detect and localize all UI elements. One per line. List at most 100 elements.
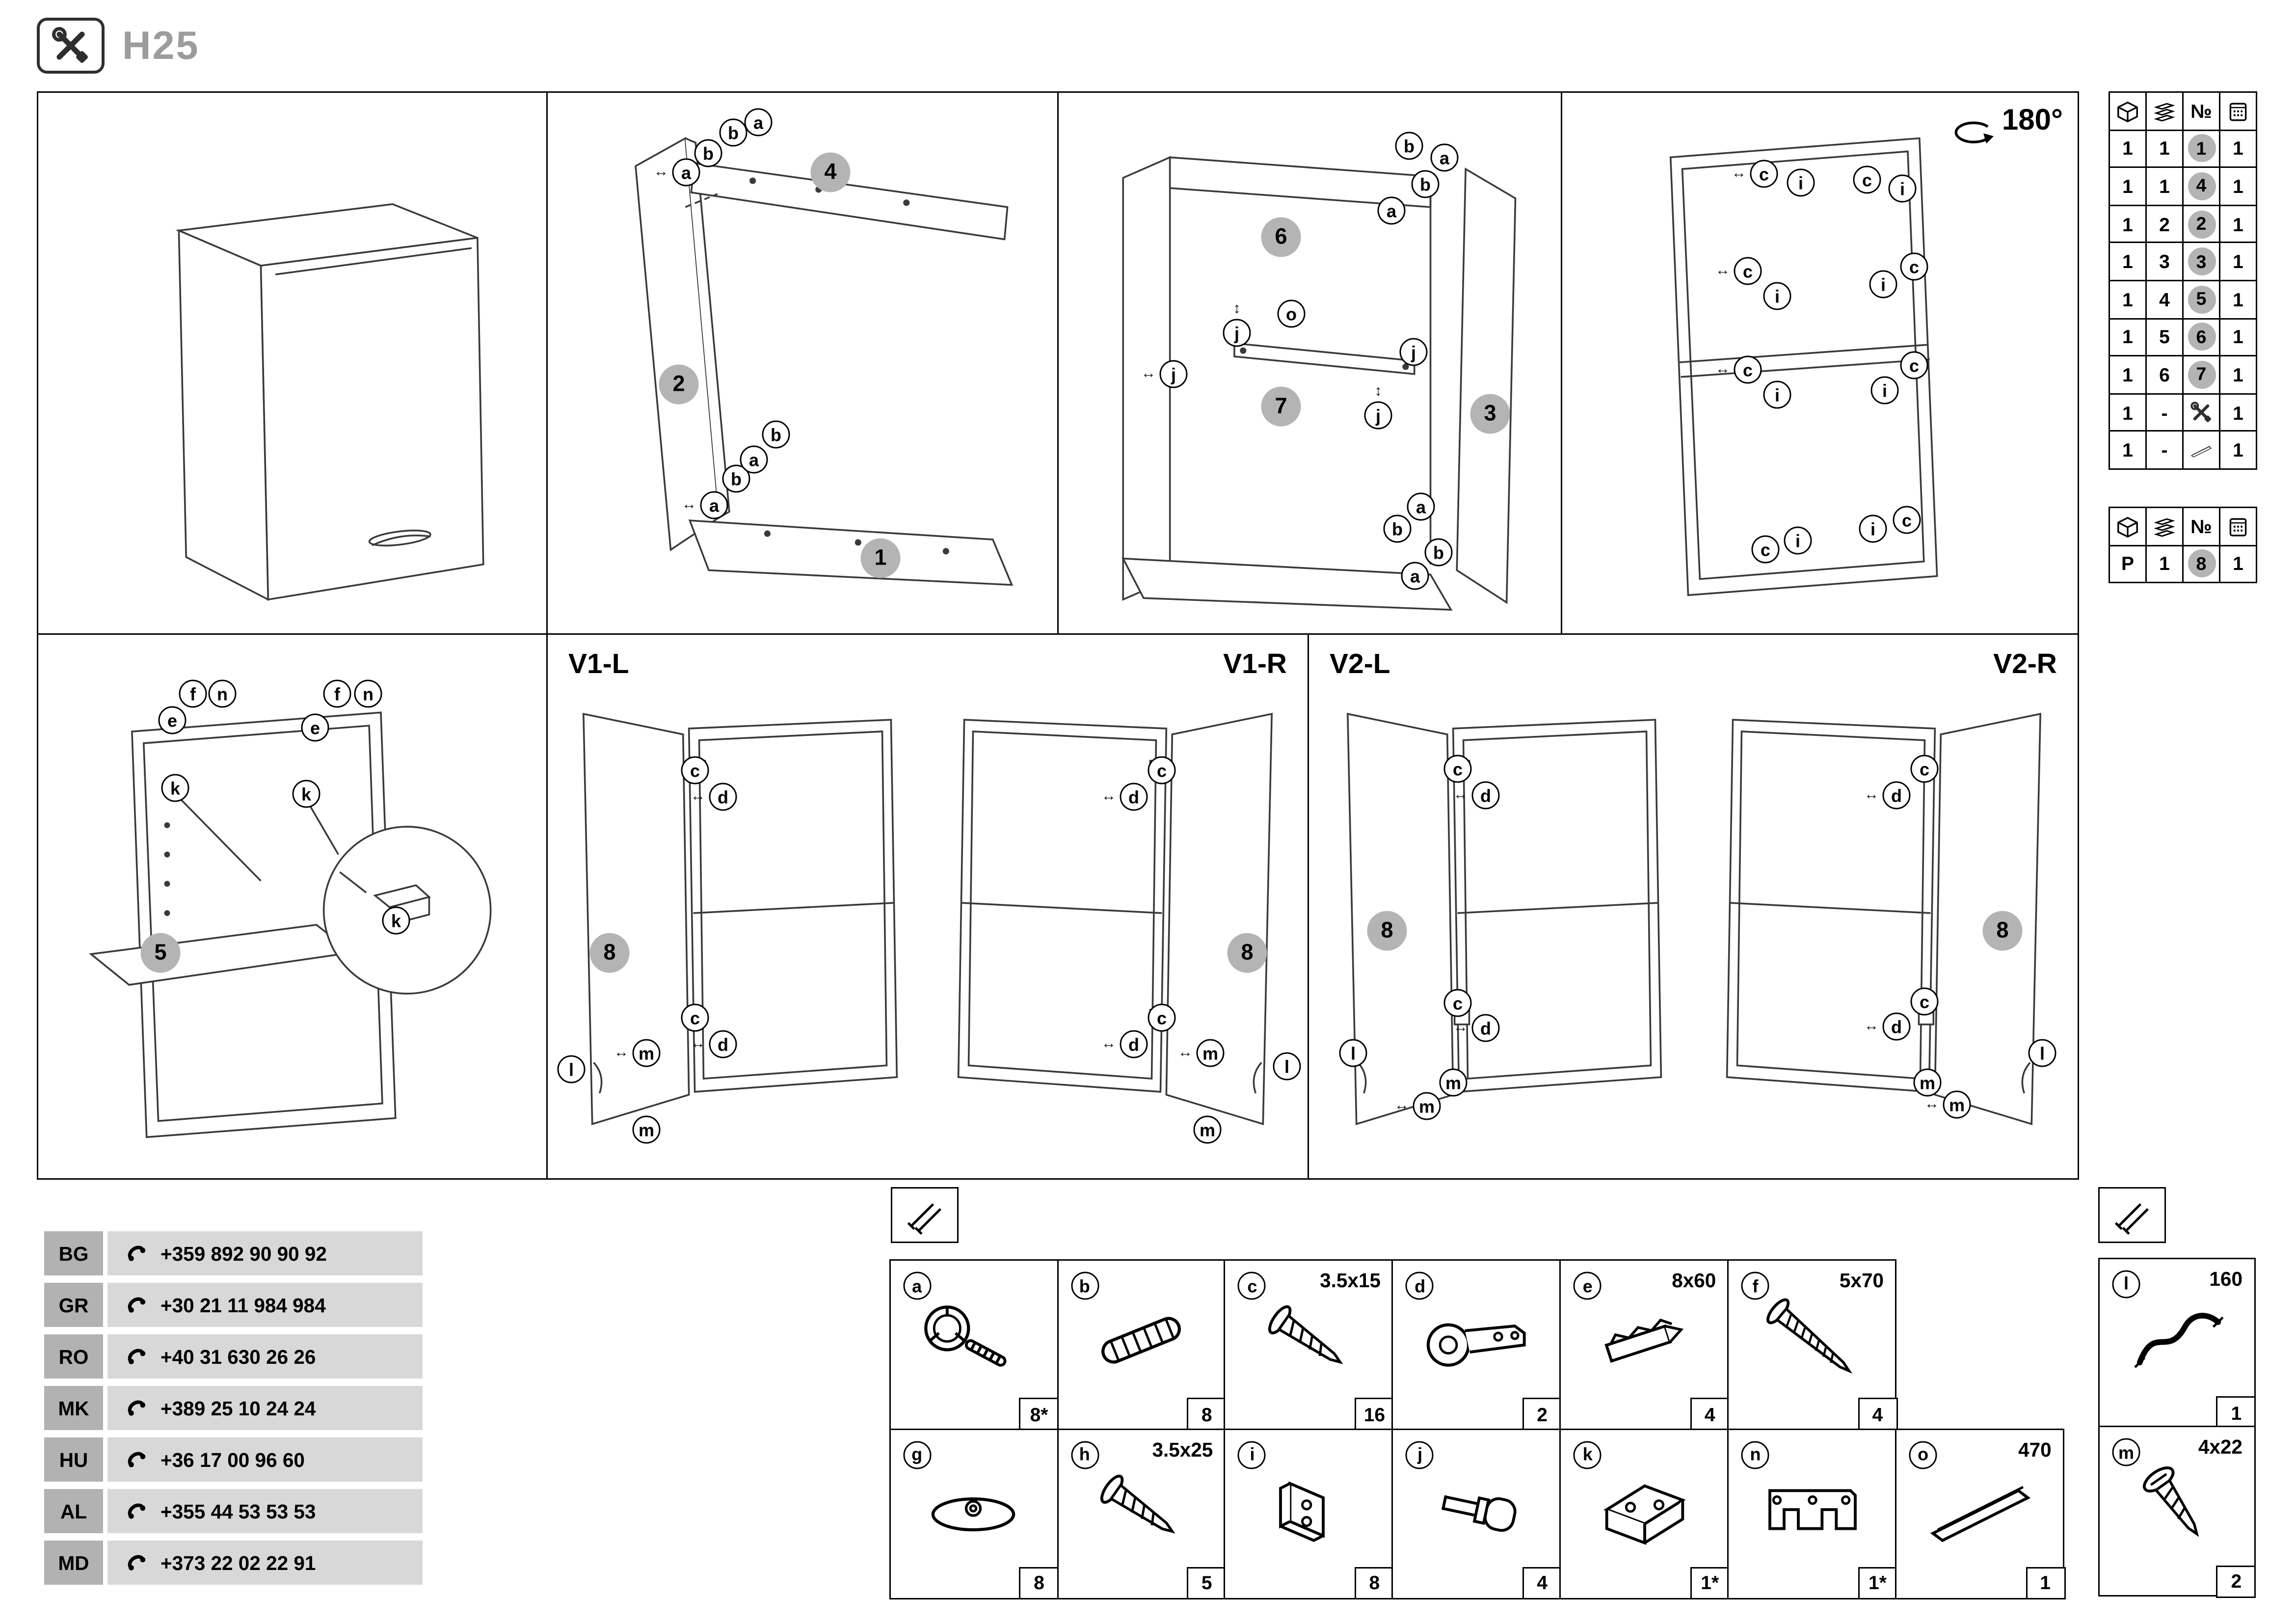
part-marker-b: b xyxy=(762,420,790,449)
part-marker-d: d xyxy=(1120,1030,1148,1058)
part-letter: d xyxy=(1406,1272,1434,1300)
part-letter: c xyxy=(1238,1272,1266,1300)
parts-table-header: № xyxy=(2109,507,2257,546)
part-marker-j: j xyxy=(1399,338,1428,366)
part-size: 3.5x15 xyxy=(1320,1270,1381,1292)
part-marker-i: i xyxy=(1763,380,1791,409)
part-marker-a: a xyxy=(672,158,700,187)
parts-table-row: 1-1 xyxy=(2109,431,2257,470)
part-marker-l: l xyxy=(557,1055,586,1083)
country-code: RO xyxy=(44,1334,103,1379)
parts-cell-step: 8 xyxy=(2182,544,2220,584)
part-marker-d: d xyxy=(1471,781,1500,810)
part-marker-d: d xyxy=(1882,1012,1911,1041)
country-code: GR xyxy=(44,1283,103,1327)
parts-cell: 1 xyxy=(2219,355,2257,395)
part-letter: f xyxy=(1741,1272,1769,1300)
phone-number: +36 17 00 96 60 xyxy=(107,1437,423,1482)
part-size: 4x22 xyxy=(2198,1436,2243,1459)
phone-icon xyxy=(122,1239,147,1268)
dimension-arrow: ↔ xyxy=(1924,1096,1939,1113)
hardware-bag-icon-side xyxy=(2098,1187,2166,1243)
dimension-arrow: ↔ xyxy=(691,788,705,805)
part-marker-m: m xyxy=(632,1115,661,1144)
part-marker-m: m xyxy=(632,1039,661,1067)
screws-icon xyxy=(2114,1203,2149,1235)
dimension-arrow: ↔ xyxy=(1453,787,1468,804)
dimension-arrow: ↔ xyxy=(1101,788,1116,805)
part-marker-c: c xyxy=(1750,160,1778,188)
parts-cell: 6 xyxy=(2145,355,2184,395)
parts-cell: 1 xyxy=(2219,393,2257,433)
part-marker-d: d xyxy=(709,783,737,811)
parts-cell: P xyxy=(2109,544,2147,584)
part-marker-c: c xyxy=(1900,252,1928,281)
dimension-arrow: ↔ xyxy=(1141,366,1156,382)
variant-label-v2l: V2-L xyxy=(1330,650,1390,680)
crossed-tools-icon xyxy=(37,18,105,74)
part-marker-n: n xyxy=(354,679,382,708)
carcass-side-drawing xyxy=(1121,156,1517,611)
part-letter: b xyxy=(1070,1272,1099,1300)
part-count: 2 xyxy=(1522,1398,1562,1431)
part-marker-m: m xyxy=(1943,1090,1971,1119)
parts-cell: 1 xyxy=(2219,544,2257,584)
parts-cell: 1 xyxy=(2219,129,2257,168)
parts-cell: 3 xyxy=(2145,242,2184,281)
part-count: 1* xyxy=(1690,1567,1730,1599)
part-count: 8* xyxy=(1019,1398,1059,1431)
part-marker-c: c xyxy=(1751,535,1780,564)
dimension-arrow: ↔ xyxy=(654,164,668,181)
part-letter: l xyxy=(2112,1270,2140,1298)
finished-cabinet-drawing xyxy=(175,203,484,601)
phone-icon xyxy=(122,1496,147,1526)
part-count: 4 xyxy=(1690,1398,1730,1431)
step-marker-1: 1 xyxy=(860,538,901,578)
board-icon xyxy=(2145,507,2184,546)
parts-cell: - xyxy=(2145,431,2184,470)
part-marker-c: c xyxy=(1148,756,1176,785)
part-count: 8 xyxy=(1019,1567,1059,1599)
phone-row: BG+359 892 90 90 92 xyxy=(44,1231,423,1275)
part-marker-f: f xyxy=(179,679,207,708)
part-marker-i: i xyxy=(1859,514,1887,543)
part-marker-c: c xyxy=(681,756,709,785)
part-marker-d: d xyxy=(1471,1014,1500,1042)
parts-cell: 1 xyxy=(2109,242,2147,281)
parts-cell: 1 xyxy=(2219,431,2257,470)
parts-cell: 1 xyxy=(2145,166,2184,206)
dimension-arrow: ↔ xyxy=(1715,263,1730,279)
phone-icon xyxy=(122,1548,147,1577)
rotation-angle: 180° xyxy=(2002,105,2063,137)
part-marker-e: e xyxy=(301,713,329,742)
phone-row: GR+30 21 11 984 984 xyxy=(44,1283,423,1327)
panel-overview xyxy=(37,91,548,635)
phone-icon xyxy=(122,1342,147,1371)
parts-cell-step: 5 xyxy=(2182,279,2220,319)
parts-cell: 1 xyxy=(2219,317,2257,357)
step-marker-8: 8 xyxy=(1367,911,1407,951)
dimension-arrow: ↔ xyxy=(1453,1020,1468,1036)
parts-cell-step: 4 xyxy=(2182,166,2220,206)
parts-cell-step xyxy=(2182,431,2220,470)
parts-cell: 4 xyxy=(2145,279,2184,319)
part-marker-d: d xyxy=(709,1030,737,1058)
parts-cell-step: 2 xyxy=(2182,204,2220,244)
parts-cell: 1 xyxy=(2109,204,2147,244)
part-marker-n: n xyxy=(208,679,237,708)
dimension-arrow: ↔ xyxy=(1394,1098,1409,1114)
part-marker-c: c xyxy=(1893,506,1921,534)
part-count: 1 xyxy=(2025,1567,2065,1599)
part-marker-k: k xyxy=(161,774,189,802)
